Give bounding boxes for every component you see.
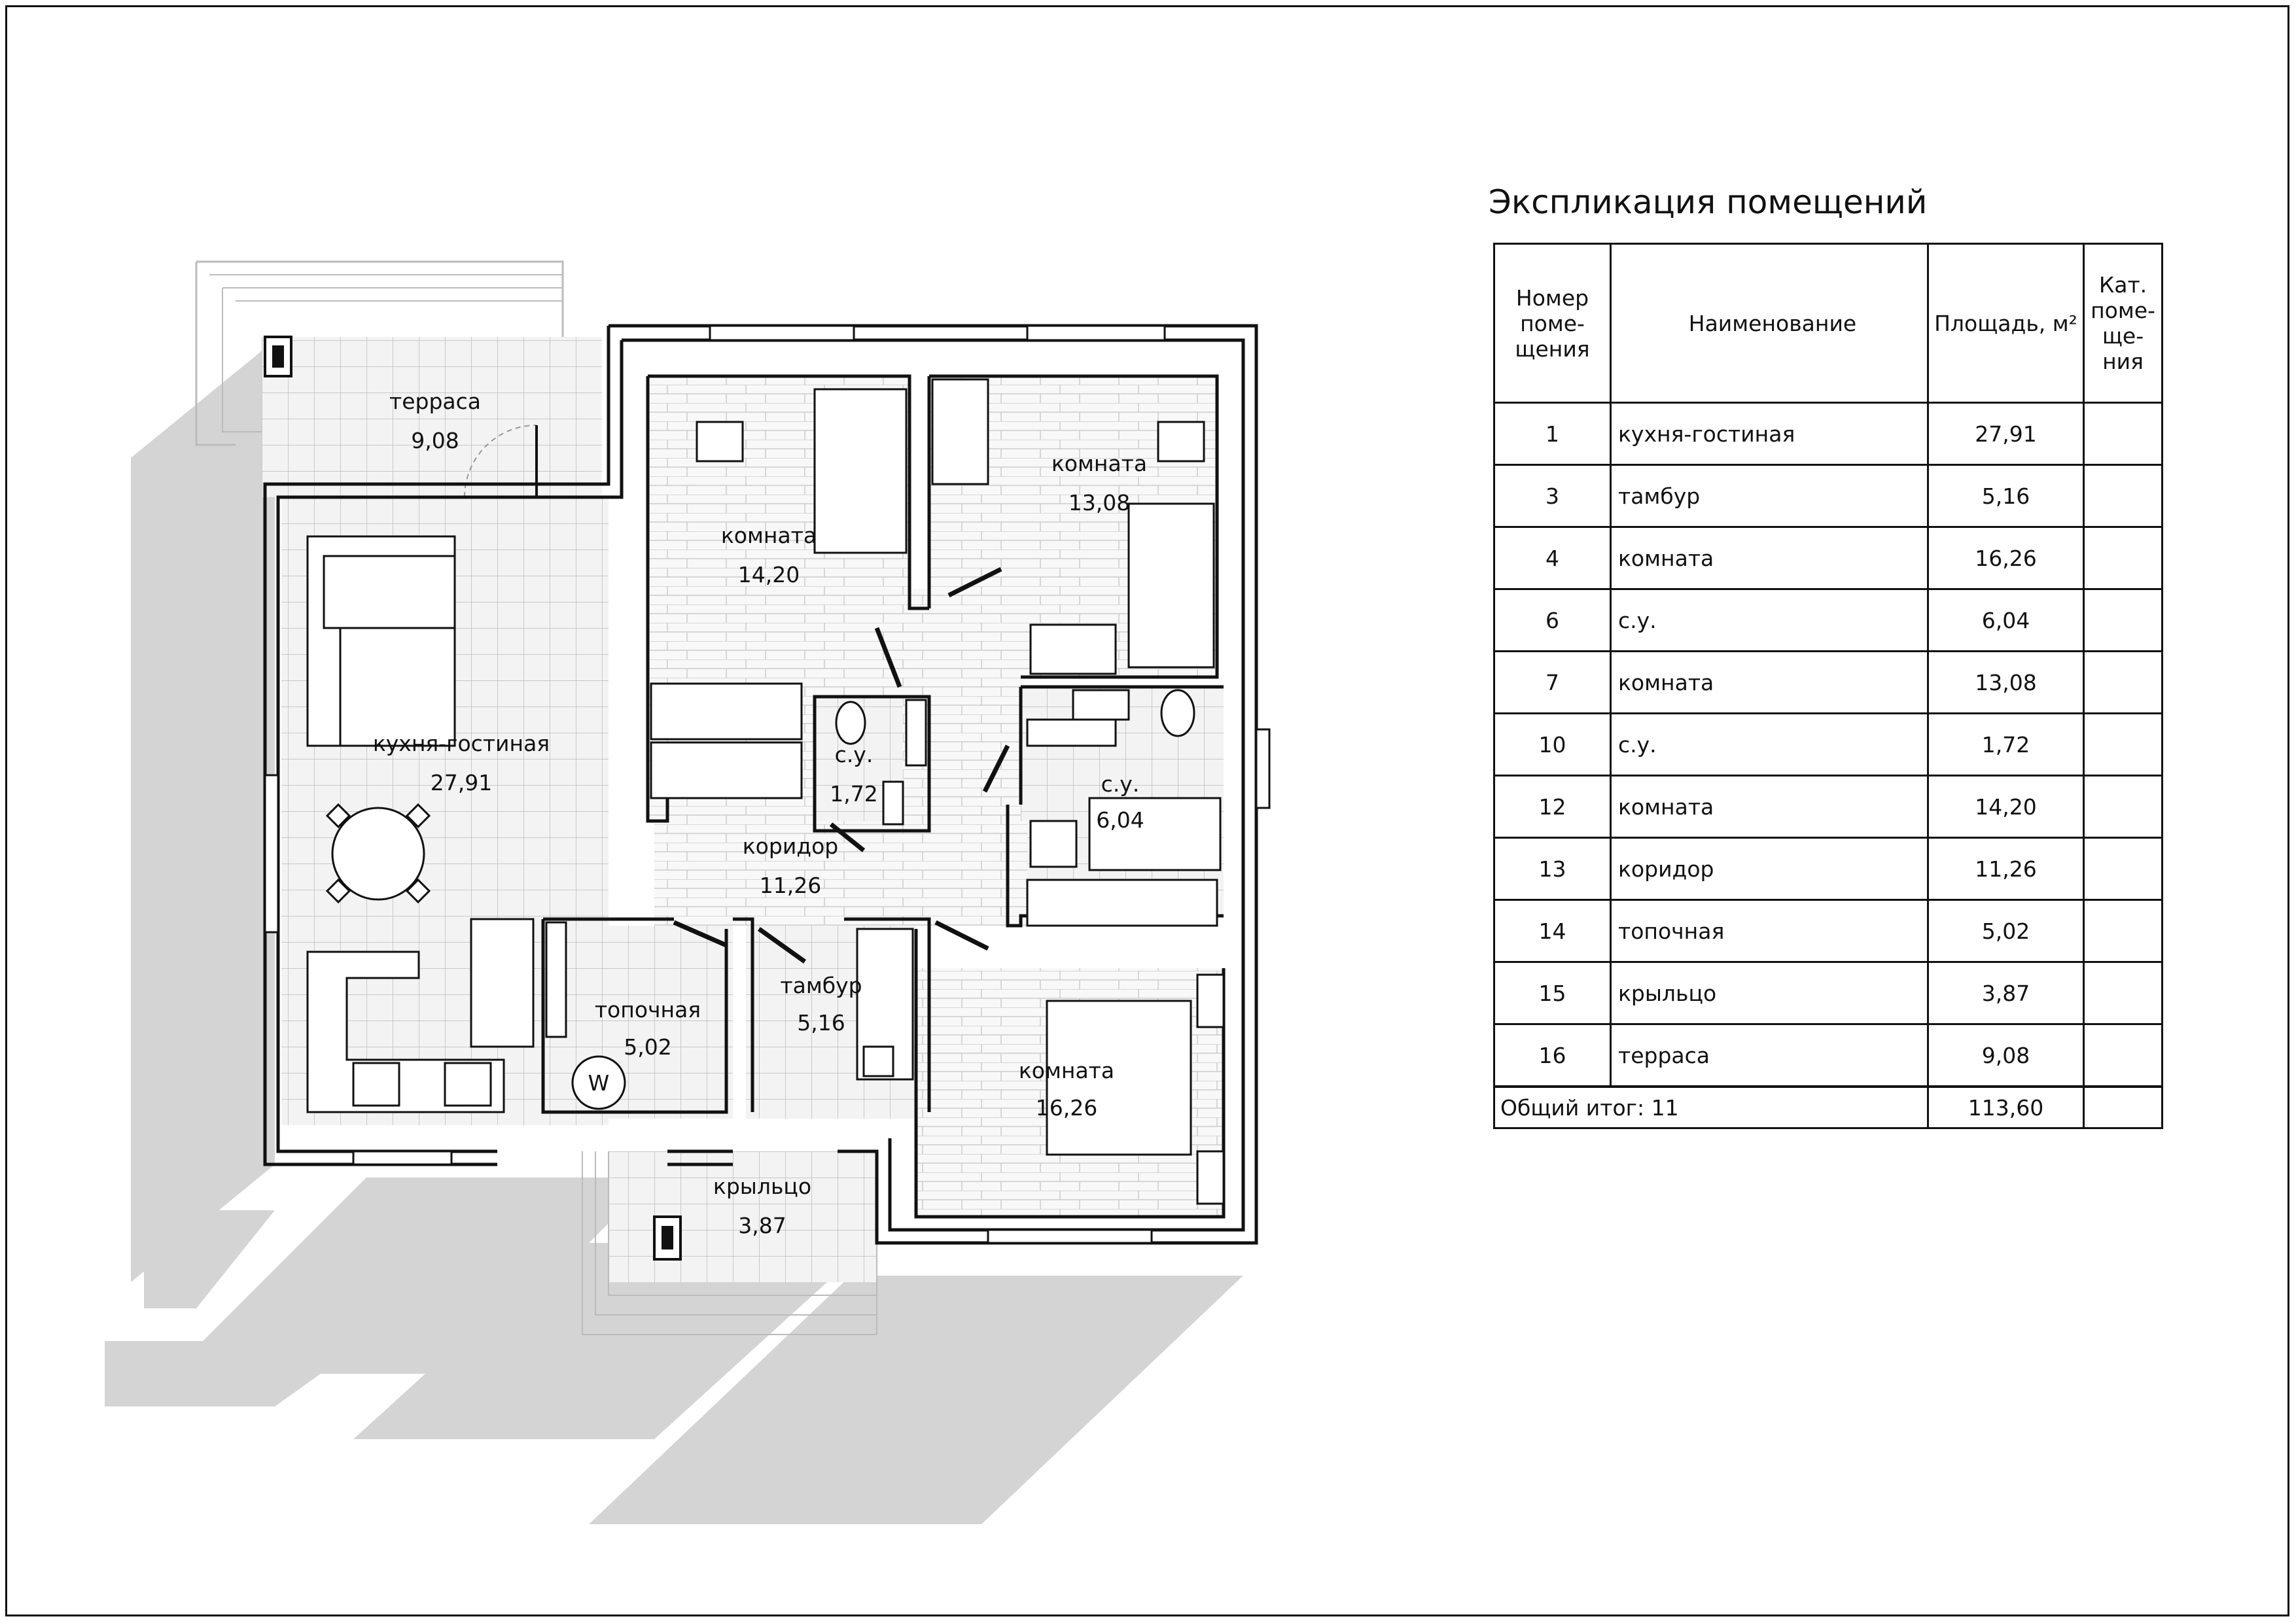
- sheet-frame: [5, 5, 2289, 1616]
- porch-area: 3,87: [738, 1213, 786, 1238]
- cell-area: 5,16: [1927, 464, 2085, 528]
- explication-table: Номер поме-щения Наименование Площадь, м…: [1493, 243, 2163, 1129]
- boiler-area: 5,02: [624, 1034, 671, 1060]
- cell-name: с.у.: [1610, 588, 1929, 652]
- cell-area: 14,20: [1927, 775, 2085, 839]
- cell-area: 16,26: [1927, 526, 2085, 590]
- cell-category: [2083, 899, 2163, 963]
- room7-area: 13,08: [1069, 490, 1130, 515]
- cell-name: терраса: [1610, 1023, 1929, 1088]
- vestibule-area: 5,16: [797, 1010, 845, 1036]
- cell-name: комната: [1610, 775, 1929, 839]
- cell-number: 7: [1493, 650, 1612, 714]
- cell-category: [2083, 712, 2163, 777]
- cell-number: 15: [1493, 961, 1612, 1025]
- cell-category: [2083, 526, 2163, 590]
- header-number: Номер поме-щения: [1493, 243, 1612, 404]
- cell-number: 13: [1493, 837, 1612, 901]
- room12-area: 14,20: [738, 562, 800, 587]
- header-area: Площадь, м²: [1927, 243, 2085, 404]
- wc10-area: 1,72: [830, 781, 877, 807]
- terrace-name: терраса: [389, 389, 481, 414]
- furniture: [306, 378, 1225, 1205]
- wc10-name: с.у.: [835, 742, 874, 767]
- wc6-name: с.у.: [1101, 771, 1140, 797]
- cell-number: 6: [1493, 588, 1612, 652]
- cell-name: комната: [1610, 526, 1929, 590]
- room4-area: 16,26: [1036, 1095, 1097, 1121]
- boiler-name: топочная: [595, 997, 701, 1022]
- cell-area: 27,91: [1927, 402, 2085, 466]
- terrace-area: 9,08: [411, 428, 459, 453]
- cell-area: 13,08: [1927, 650, 2085, 714]
- windows: [264, 324, 1271, 1244]
- header-category: Кат. поме-ще-ния: [2083, 243, 2163, 404]
- vestibule-name: тамбур: [780, 973, 862, 998]
- cell-name: комната: [1610, 650, 1929, 714]
- room-labels: терраса 9,08 кухня-гостиная 27,91 комнат…: [373, 389, 1147, 1238]
- cell-number: 12: [1493, 775, 1612, 839]
- cell-area: 6,04: [1927, 588, 2085, 652]
- room7-name: комната: [1051, 451, 1147, 476]
- table-header-row: Номер поме-щения Наименование Площадь, м…: [1493, 243, 2163, 404]
- cell-name: топочная: [1610, 899, 1929, 963]
- cell-area: 11,26: [1927, 837, 2085, 901]
- cell-number: 14: [1493, 899, 1612, 963]
- boiler-symbol: W: [588, 1070, 610, 1096]
- cell-area: 9,08: [1927, 1023, 2085, 1088]
- header-name: Наименование: [1610, 243, 1929, 404]
- total-area: 113,60: [1927, 1085, 2085, 1129]
- cell-category: [2083, 775, 2163, 839]
- room12-name: комната: [721, 523, 817, 548]
- shadow-layer: [105, 340, 1243, 1524]
- porch: [582, 1151, 877, 1335]
- cell-category: [2083, 464, 2163, 528]
- cell-number: 1: [1493, 402, 1612, 466]
- cell-category: [2083, 1023, 2163, 1088]
- cell-category: [2083, 837, 2163, 901]
- cell-number: 16: [1493, 1023, 1612, 1088]
- terrace: [195, 260, 602, 498]
- cell-area: 1,72: [1927, 712, 2085, 777]
- cell-category: [2083, 402, 2163, 466]
- cell-name: тамбур: [1610, 464, 1929, 528]
- cell-name: кухня-гостиная: [1610, 402, 1929, 466]
- kitchen-name: кухня-гостиная: [373, 731, 550, 756]
- cell-area: 3,87: [1927, 961, 2085, 1025]
- total-category: [2083, 1085, 2163, 1129]
- room4-name: комната: [1019, 1058, 1114, 1083]
- porch-name: крыльцо: [713, 1174, 811, 1199]
- cell-area: 5,02: [1927, 899, 2085, 963]
- kitchen-area: 27,91: [431, 770, 492, 795]
- total-label: Общий итог: 11: [1493, 1085, 1929, 1129]
- cell-name: коридор: [1610, 837, 1929, 901]
- cell-category: [2083, 961, 2163, 1025]
- corridor-area: 11,26: [760, 873, 821, 898]
- cell-name: с.у.: [1610, 712, 1929, 777]
- cell-category: [2083, 650, 2163, 714]
- total-row: Общий итог: 11 113,60: [1493, 1085, 2163, 1129]
- cell-name: крыльцо: [1610, 961, 1929, 1025]
- cell-number: 3: [1493, 464, 1612, 528]
- cell-number: 10: [1493, 712, 1612, 777]
- cell-number: 4: [1493, 526, 1612, 590]
- corridor-name: коридор: [743, 833, 838, 859]
- doors: [673, 567, 1010, 964]
- cell-category: [2083, 588, 2163, 652]
- wc6-area: 6,04: [1096, 807, 1144, 833]
- explication-title: Экспликация помещений: [1489, 183, 1928, 221]
